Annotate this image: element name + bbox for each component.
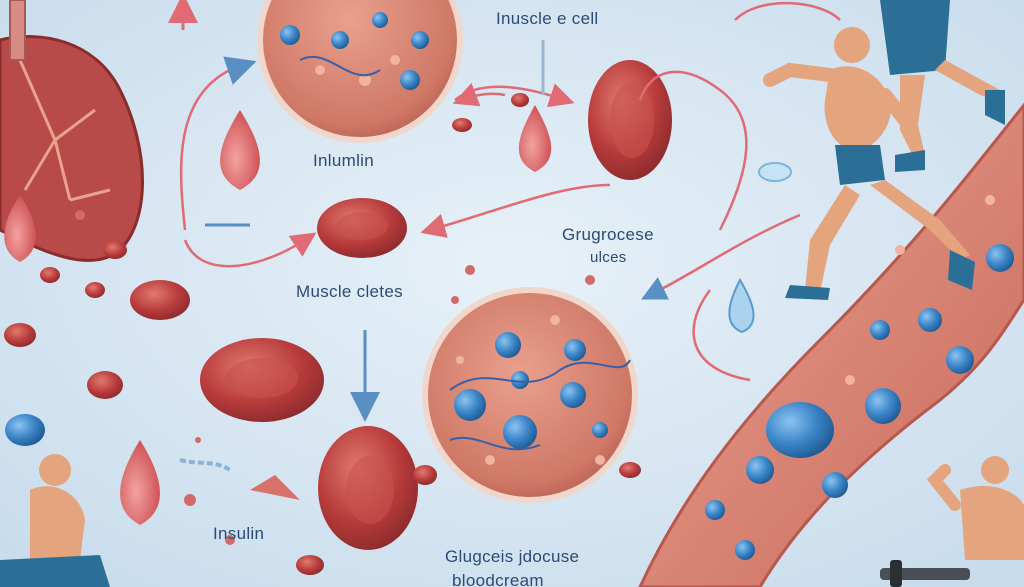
flexing-man: [880, 456, 1024, 587]
label-glucose-bottom-1: Glugceis jdocuse: [445, 547, 580, 566]
label-muscle-cell-top: Inuscle e cell: [496, 9, 599, 28]
muscle-cell-top: [257, 0, 463, 143]
blood-drops: [4, 105, 552, 525]
seated-man: [0, 454, 110, 587]
red-blood-cells: [4, 60, 672, 575]
water-drops: [728, 162, 792, 334]
glucose-molecules: [5, 210, 595, 545]
label-glucose-right-1: Grugrocese: [562, 225, 654, 244]
label-insulin-bottom: Insulin: [213, 524, 265, 543]
label-glucose-bottom-2: bloodcream: [452, 571, 544, 587]
runner-top-right: [880, 0, 1005, 172]
flow-arrows: [168, 0, 841, 472]
label-muscle-cletes: Muscle cletes: [296, 282, 403, 301]
lung-illustration: [0, 0, 144, 262]
label-insulin-mid: Inlumlin: [313, 151, 374, 170]
muscle-cell-bottom: [422, 287, 638, 503]
label-glucose-right-2: ulces: [590, 249, 627, 266]
